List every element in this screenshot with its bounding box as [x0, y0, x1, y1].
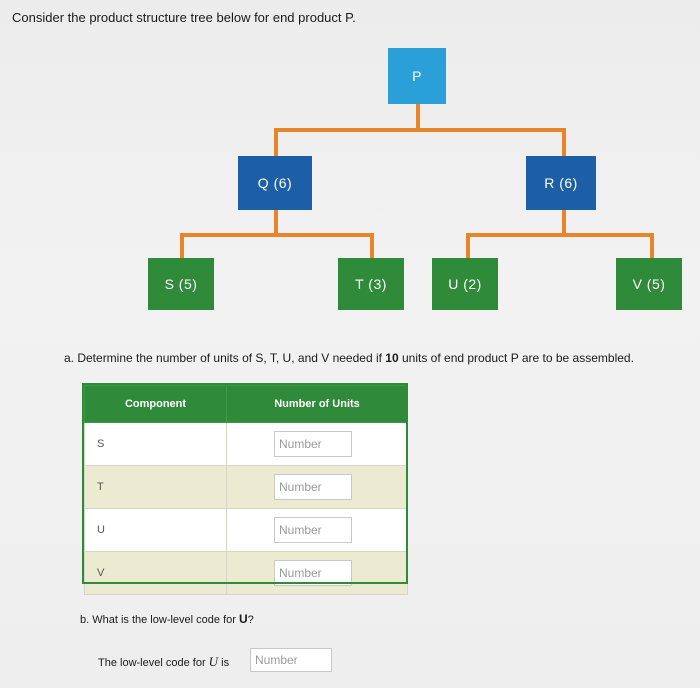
table-row: S Number	[84, 422, 408, 466]
node-v: V (5)	[616, 258, 682, 310]
node-q: Q (6)	[238, 156, 312, 210]
units-input-v[interactable]: Number	[274, 560, 352, 586]
header-number-of-units: Number of Units	[226, 385, 408, 423]
table-row: V Number	[84, 551, 408, 595]
units-input-u[interactable]: Number	[274, 517, 352, 543]
component-v: V	[84, 551, 227, 595]
part-b-answer-line: The low-level code for U is	[98, 654, 230, 669]
part-a-question: a. Determine the number of units of S, T…	[64, 351, 634, 365]
table-row: U Number	[84, 508, 408, 552]
part-b-question: b. What is the low-level code for U?	[80, 612, 254, 626]
node-u: U (2)	[432, 258, 498, 310]
node-t: T (3)	[338, 258, 404, 310]
units-input-t[interactable]: Number	[274, 474, 352, 500]
units-table: Component Number of Units S Number T Num…	[84, 385, 408, 595]
units-input-s[interactable]: Number	[274, 431, 352, 457]
problem-prompt: Consider the product structure tree belo…	[12, 10, 356, 25]
node-r: R (6)	[526, 156, 596, 210]
component-u: U	[84, 508, 227, 552]
low-level-code-input[interactable]: Number	[250, 648, 332, 672]
header-component: Component	[84, 385, 227, 423]
node-p: P	[388, 48, 446, 104]
table-row: T Number	[84, 465, 408, 509]
node-s: S (5)	[148, 258, 214, 310]
component-t: T	[84, 465, 227, 509]
component-s: S	[84, 422, 227, 466]
